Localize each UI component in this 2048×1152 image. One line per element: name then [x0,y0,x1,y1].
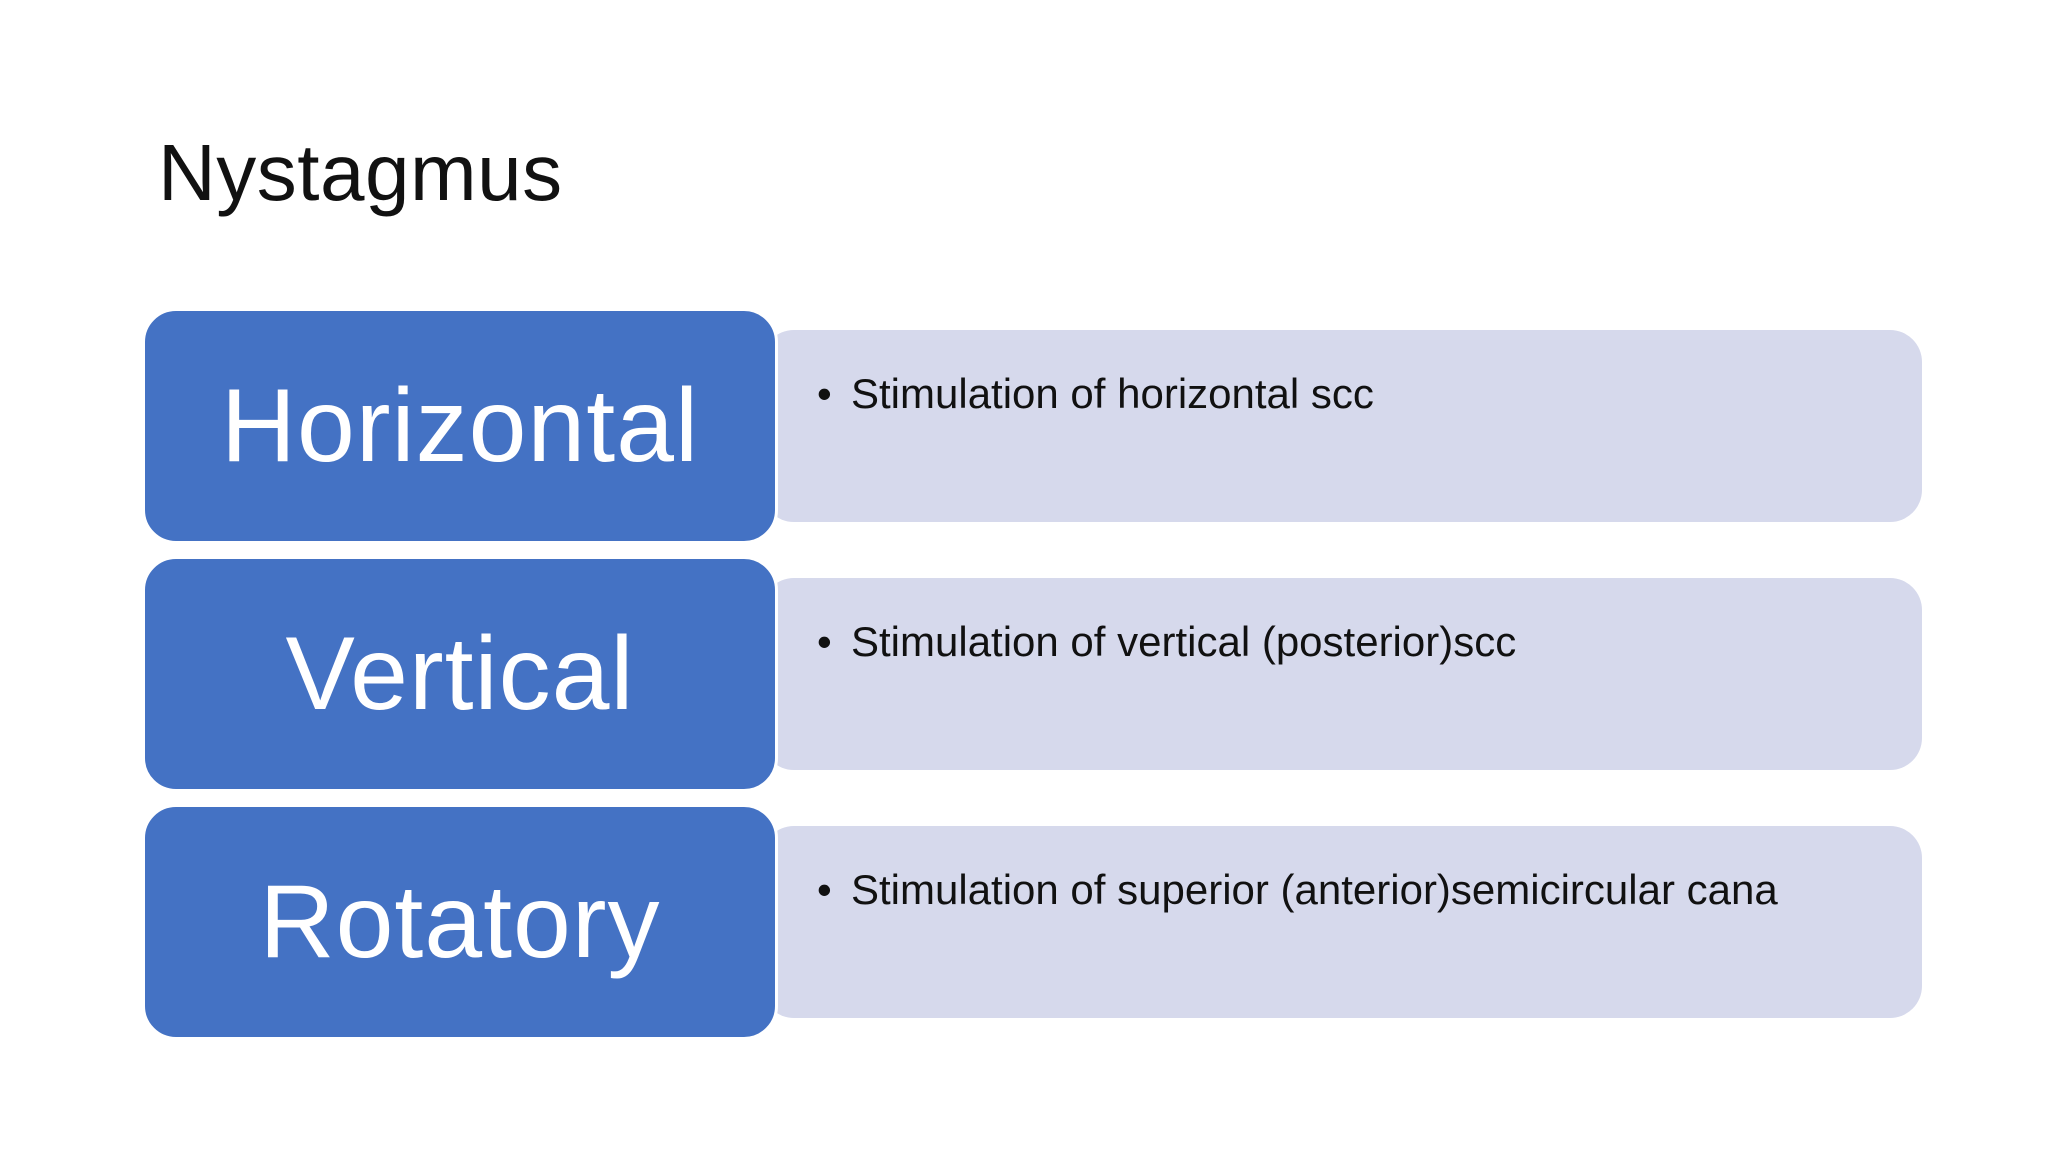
bullet: • [817,370,832,417]
detail-box-horizontal: • Stimulation of horizontal scc [762,330,1922,522]
bullet: • [817,618,832,665]
detail-text-horizontal: Stimulation of horizontal scc [851,370,1374,417]
detail-box-vertical: • Stimulation of vertical (posterior)scc [762,578,1922,770]
bullet: • [817,866,832,913]
detail-text: • Stimulation of superior (anterior)semic… [817,864,1898,916]
label-rotatory: Rotatory [259,864,661,980]
label-box-horizontal: Horizontal [142,308,778,544]
list-item: • Stimulation of superior (anterior)semic… [142,804,1922,1040]
label-horizontal: Horizontal [220,368,700,484]
label-box-vertical: Vertical [142,556,778,792]
label-vertical: Vertical [285,616,635,732]
list-item: •Stimulation of vertical (posterior)scc … [142,556,1922,792]
list-item: • Stimulation of horizontal scc Horizonta… [142,308,1922,544]
detail-box-rotatory: • Stimulation of superior (anterior)semic… [762,826,1922,1018]
detail-text: • Stimulation of horizontal scc [817,368,1898,420]
detail-text-vertical: Stimulation of vertical (posterior)scc [851,618,1517,665]
detail-text-rotatory: Stimulation of superior (anterior)semici… [851,866,1778,913]
detail-text: • Stimulation of vertical (posterior)scc [817,616,1898,668]
label-box-rotatory: Rotatory [142,804,778,1040]
nystagmus-list: • Stimulation of horizontal scc Horizonta… [142,308,1922,1040]
slide-title: Nystagmus [158,128,563,217]
